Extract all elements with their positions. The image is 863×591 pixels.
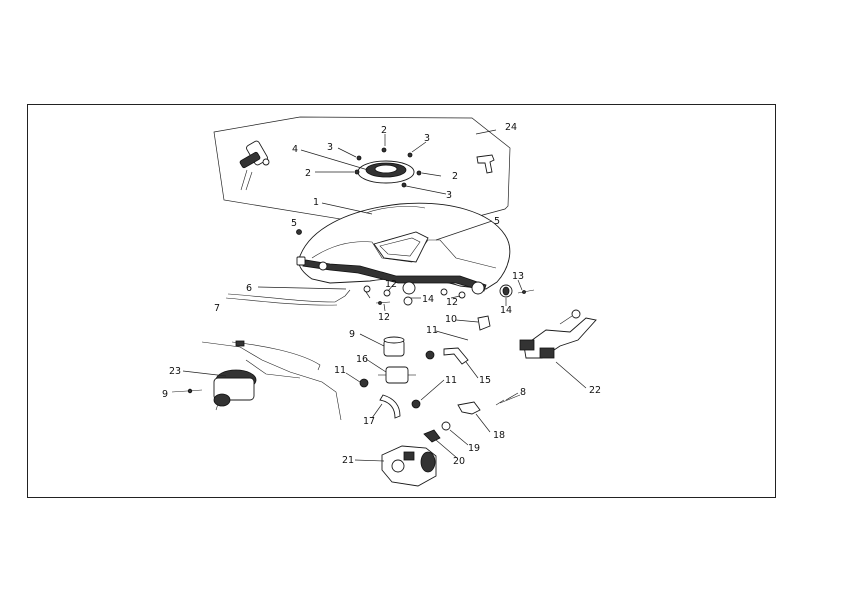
vent-hoses bbox=[201, 341, 342, 421]
callout-9-center: 9 bbox=[349, 329, 355, 340]
callout-labels: 24 2 3 3 4 2 2 3 1 5 5 6 7 12 14 12 12 1… bbox=[162, 122, 601, 467]
bracket-18 bbox=[457, 401, 481, 415]
fuel-pump-16 bbox=[378, 366, 416, 384]
bolt-9-left bbox=[171, 389, 203, 393]
sensor-20 bbox=[423, 429, 441, 443]
callout-2-right: 2 bbox=[452, 171, 458, 182]
callout-2-top: 2 bbox=[381, 125, 387, 136]
hose-clamp-11a bbox=[425, 350, 435, 360]
callout-9-left: 9 bbox=[162, 389, 168, 400]
leader-lines bbox=[182, 129, 587, 462]
callout-7: 7 bbox=[214, 303, 220, 314]
hose-clamp-11c bbox=[411, 399, 421, 409]
throttle-body-21 bbox=[381, 445, 437, 487]
fuel-cap bbox=[357, 160, 415, 184]
callout-24: 24 bbox=[505, 122, 517, 133]
callout-15: 15 bbox=[479, 375, 491, 386]
cap-bracket bbox=[476, 154, 495, 174]
callout-8: 8 bbox=[520, 387, 526, 398]
hose-connector bbox=[235, 340, 245, 347]
callout-3-bottom: 3 bbox=[446, 190, 452, 201]
callout-16: 16 bbox=[356, 354, 368, 365]
callout-14-center: 14 bbox=[422, 294, 434, 305]
callout-19: 19 bbox=[468, 443, 480, 454]
callout-18: 18 bbox=[493, 430, 505, 441]
fuel-hose-inner bbox=[225, 297, 338, 306]
bolt-8 bbox=[499, 394, 521, 404]
callout-11-left: 11 bbox=[334, 365, 346, 376]
callout-6: 6 bbox=[246, 283, 252, 294]
callout-1: 1 bbox=[313, 197, 319, 208]
callout-12-right: 12 bbox=[446, 297, 458, 308]
hose-clamp-11b bbox=[359, 378, 369, 388]
callout-5-right: 5 bbox=[494, 216, 500, 227]
fuel-hose bbox=[227, 289, 351, 303]
callout-11-right: 11 bbox=[445, 375, 457, 386]
fuel-valve bbox=[239, 140, 270, 191]
fuel-filter-9 bbox=[383, 336, 405, 357]
callout-3-top: 3 bbox=[424, 133, 430, 144]
callout-12-lower: 12 bbox=[378, 312, 390, 323]
injector-assembly-22 bbox=[519, 309, 597, 359]
inset-outline bbox=[213, 116, 511, 233]
callout-5-left: 5 bbox=[291, 218, 297, 229]
vent-hoses-3 bbox=[245, 359, 301, 379]
washer-19 bbox=[441, 421, 451, 431]
callout-11-top: 11 bbox=[426, 325, 438, 336]
callout-22: 22 bbox=[589, 385, 601, 396]
callout-21: 21 bbox=[342, 455, 354, 466]
diagram-frame bbox=[27, 104, 776, 498]
callout-17: 17 bbox=[363, 416, 375, 427]
callout-10: 10 bbox=[445, 314, 457, 325]
hose-clip-10 bbox=[477, 315, 491, 331]
canister-23 bbox=[213, 369, 257, 411]
cap-screws bbox=[354, 147, 422, 188]
elbow-hose-15 bbox=[443, 347, 469, 365]
fuel-tank bbox=[296, 202, 511, 295]
bolt-8-head bbox=[495, 399, 505, 406]
callout-4: 4 bbox=[292, 144, 298, 155]
callout-2-left: 2 bbox=[305, 168, 311, 179]
callout-13: 13 bbox=[512, 271, 524, 282]
hose-17 bbox=[379, 394, 401, 419]
fuel-cap-inset-group bbox=[213, 116, 511, 233]
tank-hardware bbox=[296, 229, 535, 306]
bolt-9-head bbox=[187, 388, 193, 394]
callout-14-right: 14 bbox=[500, 305, 512, 316]
callout-12-center: 12 bbox=[385, 279, 397, 290]
callout-23: 23 bbox=[169, 366, 181, 377]
callout-20: 20 bbox=[453, 456, 465, 467]
callout-3-left: 3 bbox=[327, 142, 333, 153]
